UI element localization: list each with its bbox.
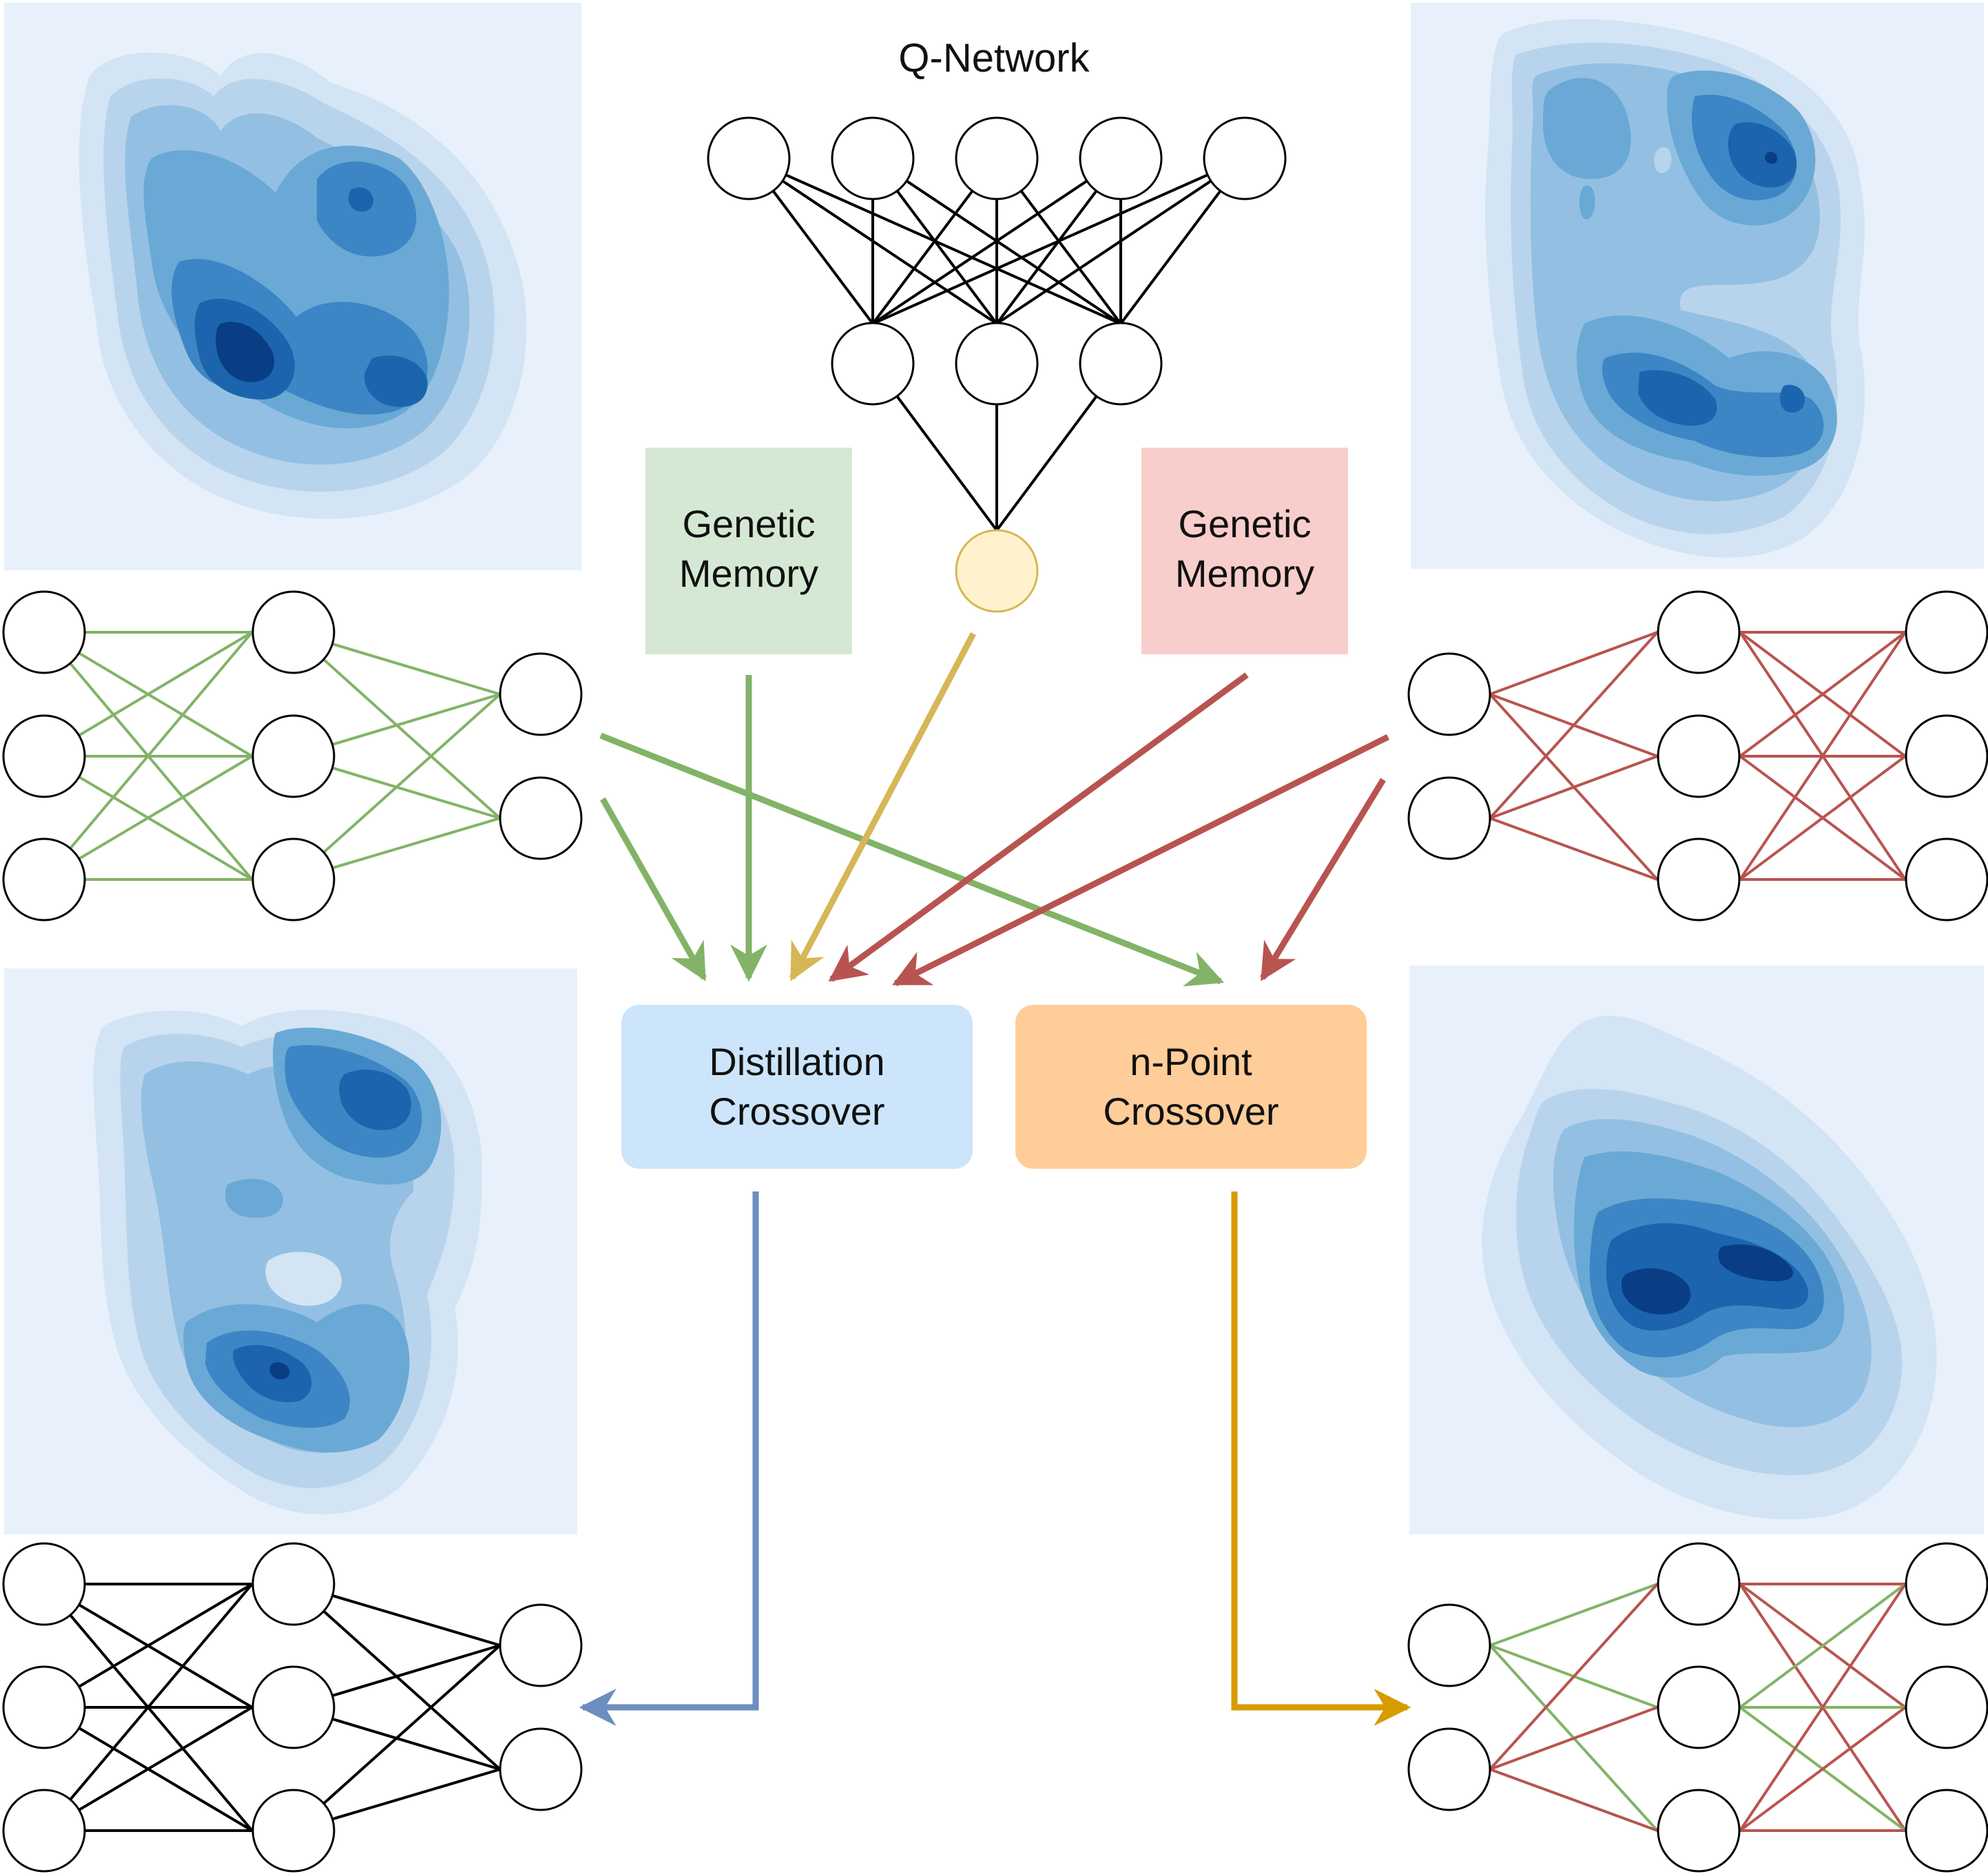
arrow-icon xyxy=(599,732,1225,987)
distillation-child-network xyxy=(2,1542,583,1873)
arrow-icon xyxy=(579,1191,759,1726)
q-network-title: Q-Network xyxy=(898,36,1090,81)
q-hidden-node xyxy=(955,322,1039,406)
network-node xyxy=(499,1603,583,1687)
network-node xyxy=(251,1665,335,1749)
network-node xyxy=(1905,1789,1988,1873)
parent-b-network xyxy=(1407,590,1988,922)
network-node xyxy=(1905,590,1988,674)
network-node xyxy=(1657,1789,1741,1873)
network-node xyxy=(251,1542,335,1626)
parent-a-network xyxy=(2,590,583,922)
density-contour-plot-bottom-right xyxy=(1409,966,1984,1534)
q-hidden-node xyxy=(831,322,915,406)
network-node xyxy=(1407,1603,1491,1687)
network-node xyxy=(499,652,583,736)
network-node xyxy=(1657,590,1741,674)
n-point-crossover-line1: n-Point xyxy=(1130,1040,1252,1083)
genetic-memory-red: Genetic Memory xyxy=(1141,448,1348,654)
network-node xyxy=(1905,1542,1988,1626)
genetic-memory-red-line2: Memory xyxy=(1175,552,1314,595)
network-node xyxy=(1657,1542,1741,1626)
network-node xyxy=(1905,1665,1988,1749)
network-node xyxy=(1407,652,1491,736)
n-point-child-network xyxy=(1407,1542,1988,1873)
network-node xyxy=(2,1542,86,1626)
arrow-icon xyxy=(600,797,707,981)
arrow-icon xyxy=(789,632,976,981)
q-input-node xyxy=(1203,116,1287,200)
flow-arrows xyxy=(579,632,1411,1726)
network-node xyxy=(1657,714,1741,798)
q-input-node xyxy=(831,116,915,200)
network-node xyxy=(251,837,335,922)
network-node xyxy=(2,590,86,674)
density-contour-plot-top-right xyxy=(1411,3,1984,569)
distillation-crossover-line2: Crossover xyxy=(709,1090,884,1133)
q-input-node xyxy=(955,116,1039,200)
q-input-node xyxy=(1079,116,1163,200)
network-node xyxy=(1407,1727,1491,1811)
n-point-crossover-line2: Crossover xyxy=(1103,1090,1278,1133)
network-node xyxy=(1657,1665,1741,1749)
q-output-node xyxy=(955,529,1039,613)
q-input-node xyxy=(707,116,791,200)
network-node xyxy=(1905,714,1988,798)
network-node xyxy=(251,714,335,798)
arrow-icon xyxy=(892,733,1390,987)
network-node xyxy=(499,1727,583,1811)
arrow-icon xyxy=(1231,1191,1411,1726)
network-node xyxy=(499,776,583,860)
arrow-icon xyxy=(1260,778,1386,981)
network-node xyxy=(1657,837,1741,922)
density-contour-plot-top-left xyxy=(4,3,581,570)
genetic-memory-green-line2: Memory xyxy=(679,552,818,595)
genetic-memory-green-line1: Genetic xyxy=(683,502,816,545)
distillation-crossover-line1: Distillation xyxy=(709,1040,884,1083)
network-node xyxy=(1407,776,1491,860)
network-node xyxy=(2,1665,86,1749)
network-node xyxy=(251,590,335,674)
network-node xyxy=(1905,837,1988,922)
distillation-crossover-box: Distillation Crossover xyxy=(621,1005,973,1169)
network-node xyxy=(251,1789,335,1873)
network-node xyxy=(2,837,86,922)
q-network: Q-Network xyxy=(707,36,1287,613)
network-node xyxy=(2,1789,86,1873)
genetic-memory-red-line1: Genetic xyxy=(1179,502,1312,545)
network-node xyxy=(2,714,86,798)
n-point-crossover-box: n-Point Crossover xyxy=(1015,1005,1367,1169)
genetic-memory-green: Genetic Memory xyxy=(645,448,852,654)
arrow-icon xyxy=(828,672,1249,982)
density-contour-plot-bottom-left xyxy=(4,968,577,1534)
q-hidden-node xyxy=(1079,322,1163,406)
